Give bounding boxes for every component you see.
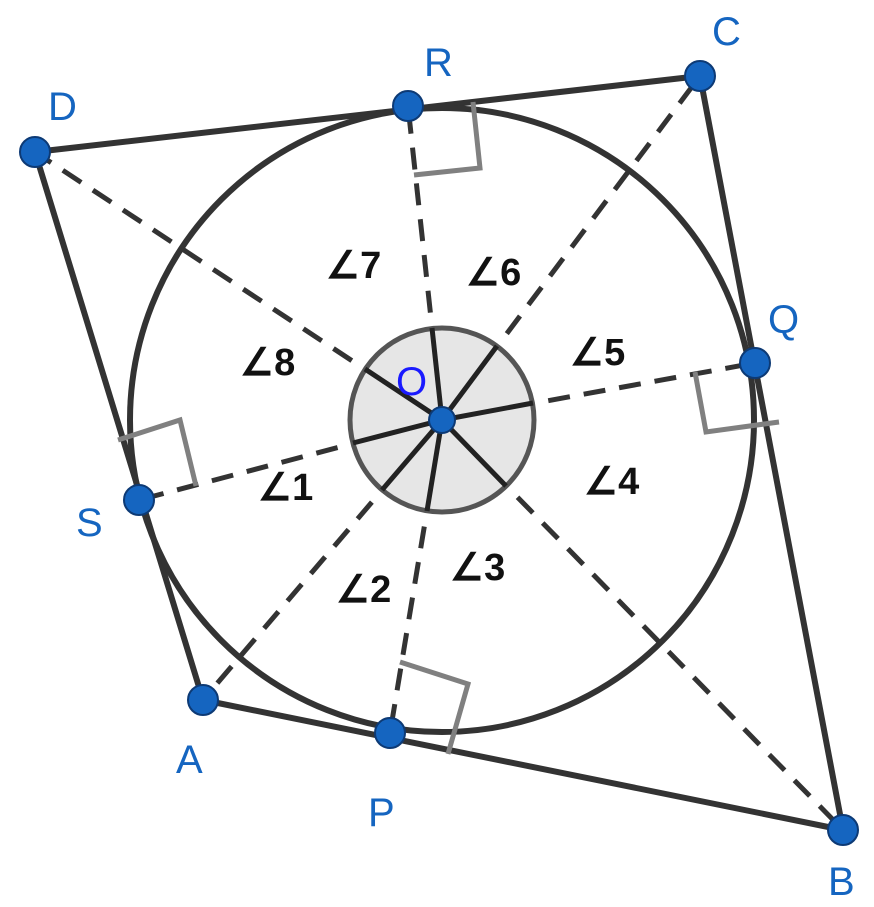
label-r: R — [424, 41, 453, 85]
point-q — [739, 347, 771, 379]
angle-label-2: ∠2 — [336, 569, 391, 611]
point-c — [684, 60, 716, 92]
label-s: S — [76, 501, 103, 545]
points — [19, 60, 859, 846]
point-d — [19, 136, 51, 168]
angle-label-7: ∠7 — [326, 245, 381, 287]
point-labels: A B C D P Q R S O — [48, 10, 855, 904]
segment-ob — [440, 418, 845, 832]
point-o — [428, 406, 456, 434]
angle-label-4: ∠4 — [584, 461, 639, 503]
segment-oa — [201, 418, 444, 702]
point-b — [827, 814, 859, 846]
angle-labels: ∠1 ∠2 ∠3 ∠4 ∠5 ∠6 ∠7 ∠8 — [240, 245, 639, 611]
label-b: B — [828, 860, 855, 904]
point-a — [187, 684, 219, 716]
point-s — [123, 484, 155, 516]
angle-label-8: ∠8 — [240, 342, 295, 384]
point-r — [392, 90, 424, 122]
label-p: P — [368, 791, 395, 835]
label-c: C — [712, 10, 741, 54]
label-q: Q — [768, 298, 799, 342]
label-o: O — [396, 360, 427, 404]
label-a: A — [176, 738, 203, 782]
angle-label-6: ∠6 — [466, 252, 521, 294]
right-angle-marker-r — [413, 101, 483, 178]
right-angle-marker-s — [117, 416, 199, 487]
angle-label-3: ∠3 — [450, 547, 505, 589]
right-angle-marker-q — [692, 371, 780, 435]
right-angle-markers — [117, 101, 780, 755]
right-angle-marker-p — [399, 659, 472, 755]
point-p — [374, 717, 406, 749]
label-d: D — [48, 85, 77, 129]
angle-label-1: ∠1 — [258, 467, 313, 509]
angle-label-5: ∠5 — [570, 332, 625, 374]
inscribed-circle — [127, 105, 757, 735]
inner-angle-rays — [352, 327, 534, 512]
